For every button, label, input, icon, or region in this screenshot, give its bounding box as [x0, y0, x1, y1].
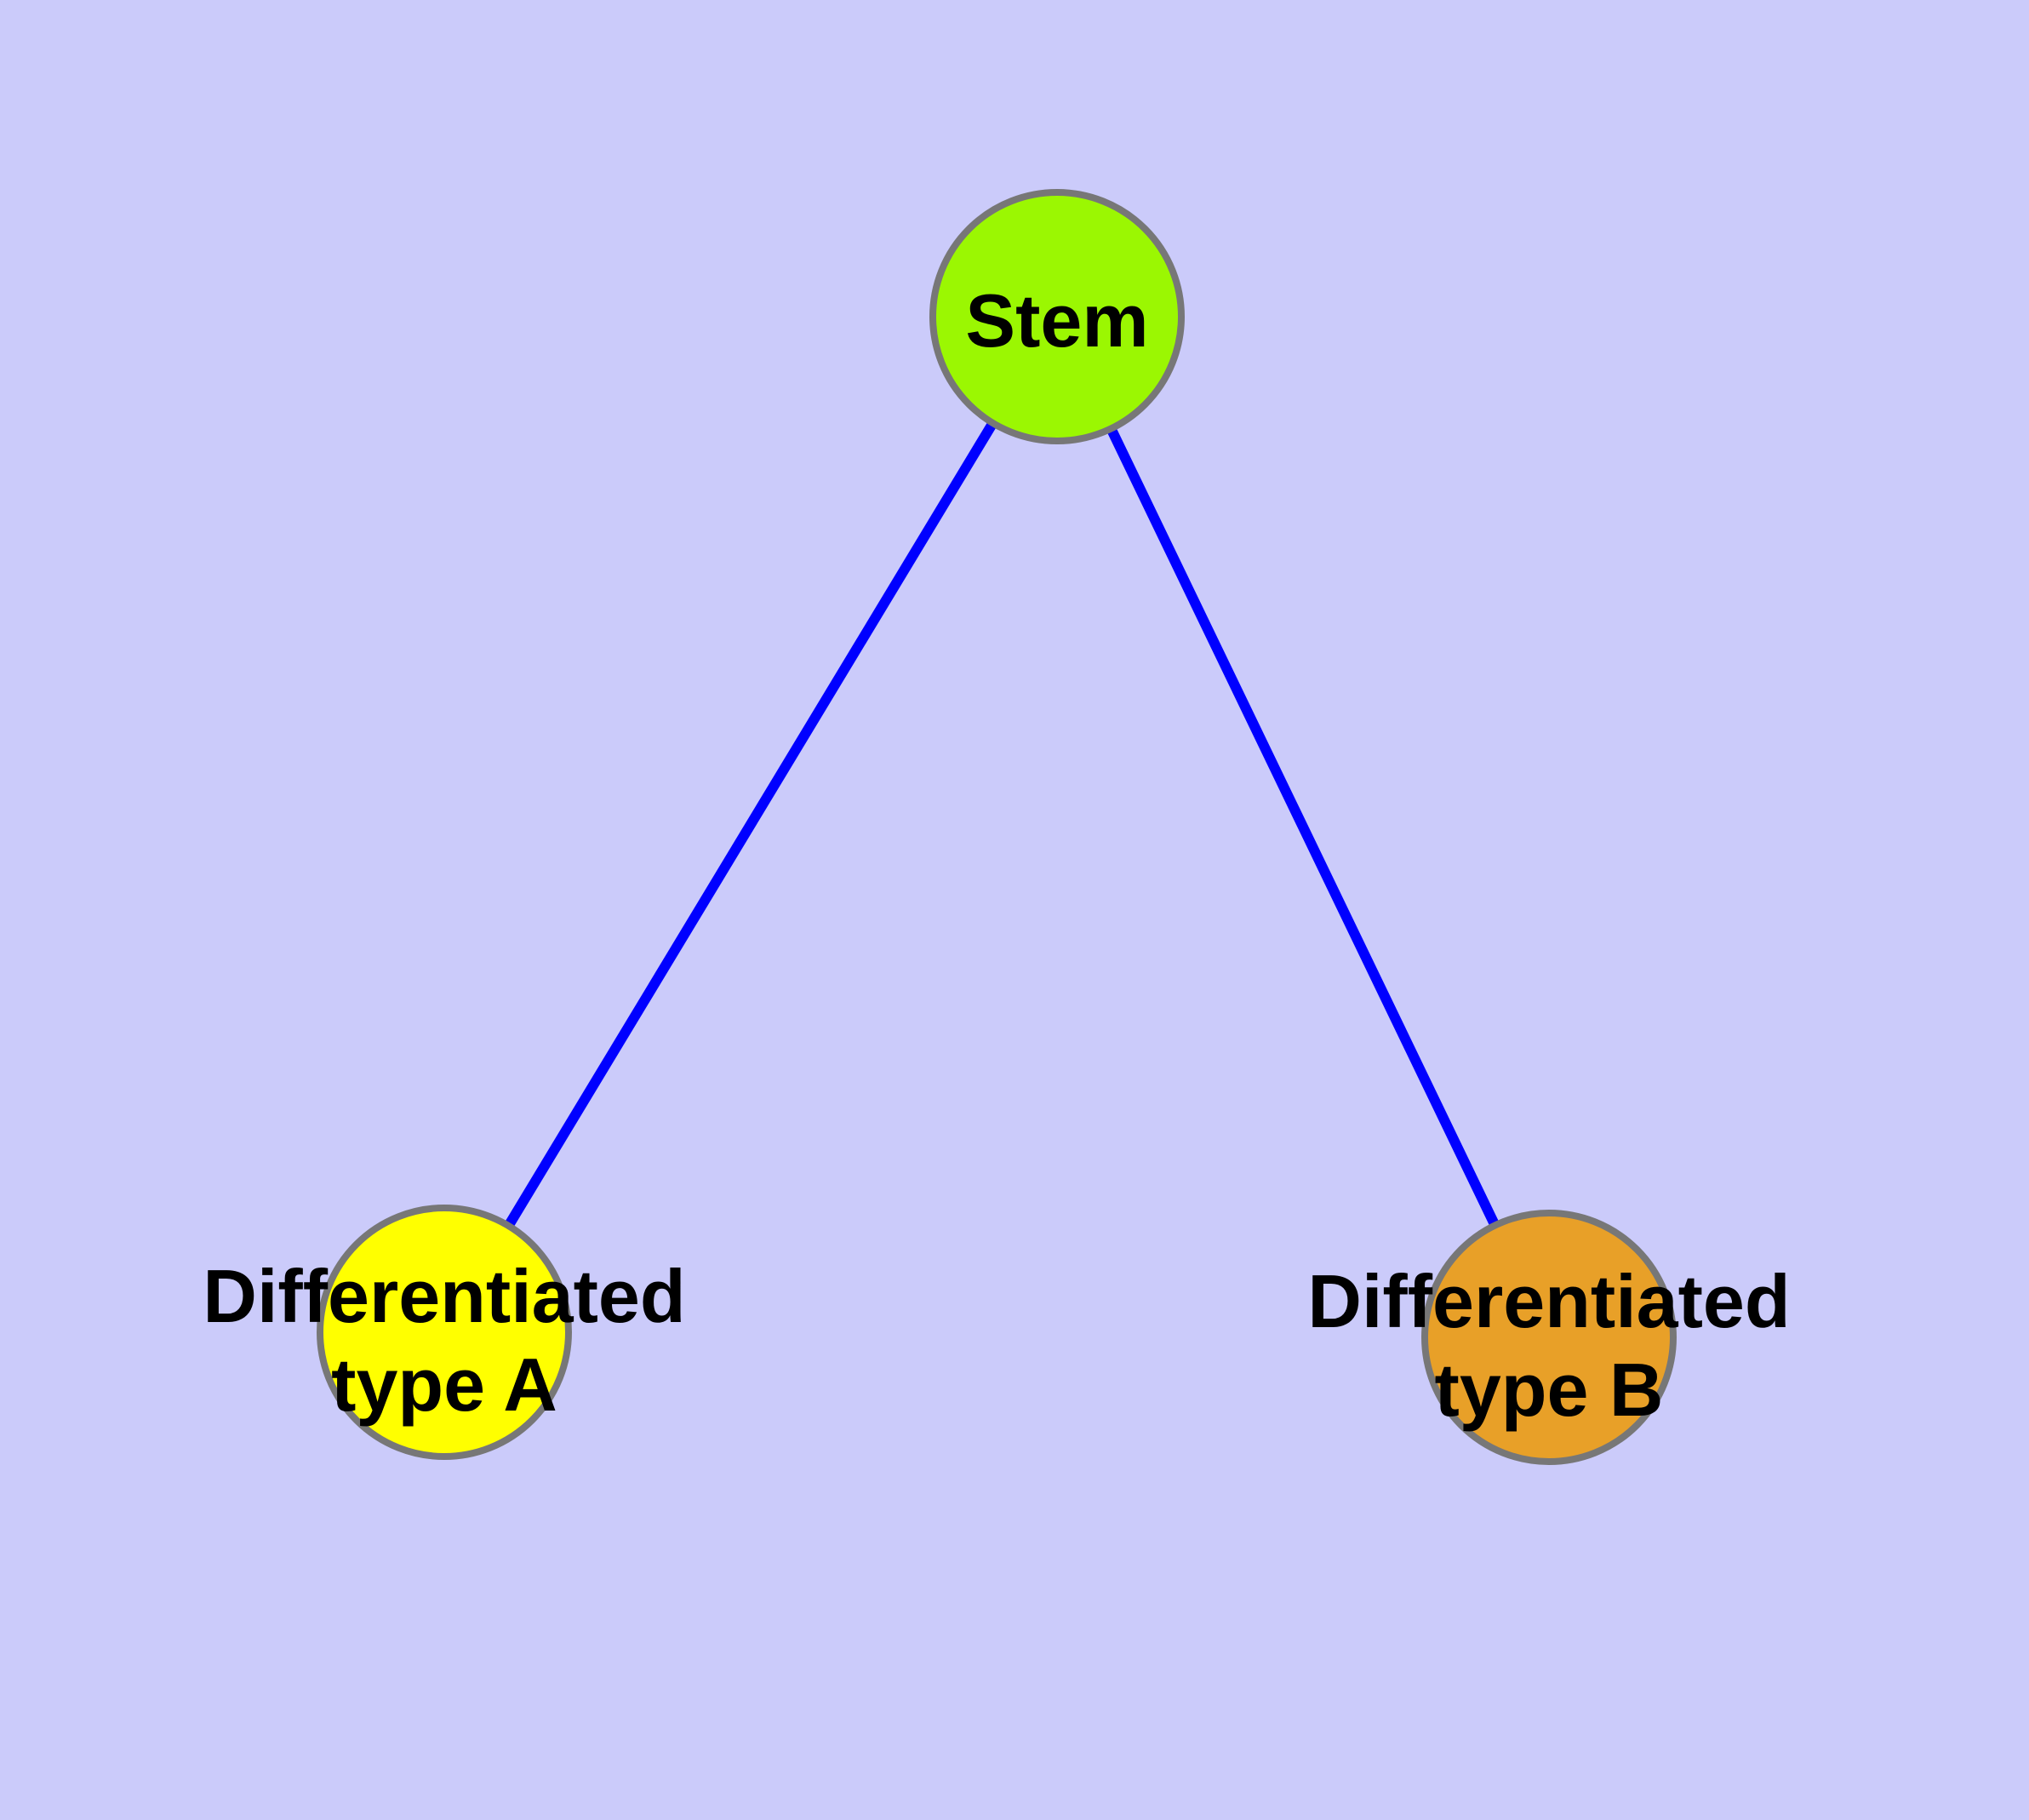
type-b-node-label-line1: Differentiated	[1307, 1259, 1790, 1343]
node-differentiated-type-a: Differentiated type A	[203, 1205, 686, 1460]
type-b-node-circle	[1421, 1210, 1677, 1465]
type-a-node-label-line1: Differentiated	[203, 1254, 685, 1338]
node-differentiated-type-b: Differentiated type B	[1307, 1210, 1791, 1465]
edge-stem-to-type-b	[1052, 314, 1554, 1340]
stem-node-label: Stem	[965, 278, 1148, 363]
edge-stem-to-type-a	[439, 313, 1062, 1336]
type-a-node-circle	[317, 1205, 572, 1460]
stem-node-circle	[929, 189, 1185, 444]
type-a-node-label-line2: type A	[331, 1342, 557, 1427]
type-b-node-label-line2: type B	[1435, 1348, 1664, 1432]
node-stem: Stem	[929, 189, 1185, 444]
